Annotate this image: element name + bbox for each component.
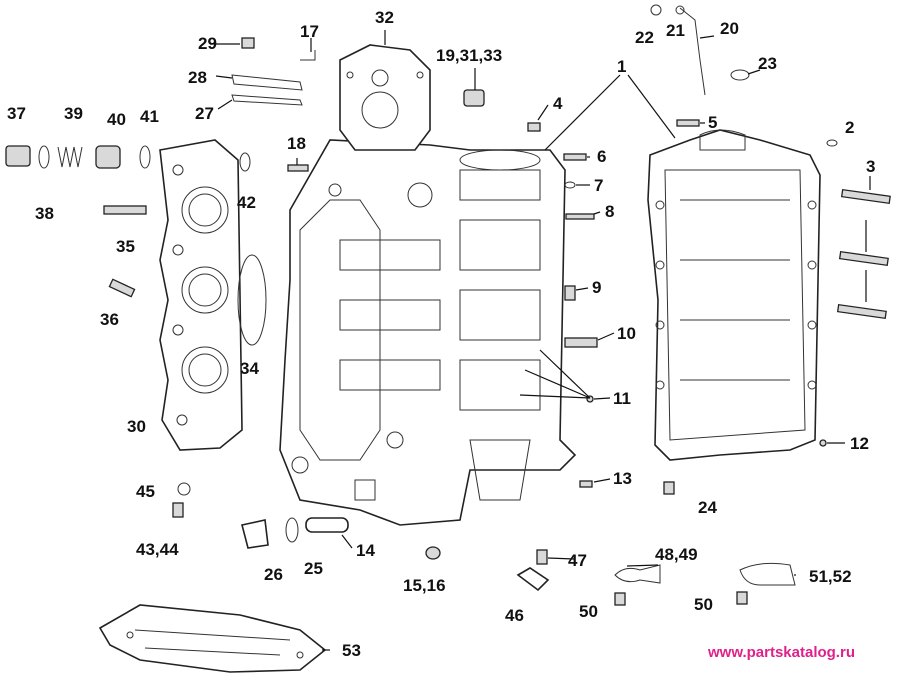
callout-15-16: 15,16 [403,576,446,595]
watermark-text: www.partskatalog.ru [707,644,855,661]
callout-45: 45 [136,482,155,501]
callout-39: 39 [64,104,83,123]
callout-50-right: 50 [694,595,713,614]
callout-21: 21 [666,21,685,40]
callout-34: 34 [240,359,259,378]
crankcase-cover [647,129,821,461]
callout-8: 8 [605,202,614,221]
cylinder-head [159,139,243,451]
callout-23: 23 [758,54,777,73]
callout-30: 30 [127,417,146,436]
callout-51-52: 51,52 [809,567,852,586]
small-parts [5,4,838,606]
callout-42: 42 [237,193,256,212]
callout-3: 3 [866,157,875,176]
callout-24: 24 [698,498,717,517]
top-cover [339,44,431,151]
callout-26: 26 [264,565,283,584]
callout-47: 47 [568,551,587,570]
cylinder-block [279,139,577,526]
callout-labels: 1 2 3 4 5 6 7 8 9 10 11 12 13 14 15,16 1… [7,8,875,660]
callout-37: 37 [7,104,26,123]
callout-19-31-33: 19,31,33 [436,46,502,65]
callout-17: 17 [300,22,319,41]
crankcase-bolts [836,188,891,320]
callout-28: 28 [188,68,207,87]
callout-2: 2 [845,118,854,137]
callout-36: 36 [100,310,119,329]
callout-48-49: 48,49 [655,545,698,564]
callout-12: 12 [850,434,869,453]
callout-5: 5 [708,113,717,132]
callout-38: 38 [35,204,54,223]
callout-4: 4 [553,94,563,113]
callout-46: 46 [505,606,524,625]
callout-22: 22 [635,28,654,47]
callout-43-44: 43,44 [136,540,179,559]
callout-25: 25 [304,559,323,578]
leader-lines [210,30,871,651]
callout-29: 29 [198,34,217,53]
callout-27: 27 [195,104,214,123]
adapter-plate [98,604,327,673]
callout-13: 13 [613,469,632,488]
callout-7: 7 [594,176,603,195]
callout-35: 35 [116,237,135,256]
callout-1: 1 [617,57,626,76]
head-gasket [237,254,267,346]
callout-9: 9 [592,278,601,297]
callout-18: 18 [287,134,306,153]
callout-50-left: 50 [579,602,598,621]
callout-40: 40 [107,110,126,129]
callout-6: 6 [597,147,606,166]
callout-53: 53 [342,641,361,660]
callout-32: 32 [375,8,394,27]
callout-10: 10 [617,324,636,343]
callout-14: 14 [356,541,375,560]
callout-11: 11 [613,389,631,408]
callout-41: 41 [140,107,159,126]
callout-20: 20 [720,19,739,38]
